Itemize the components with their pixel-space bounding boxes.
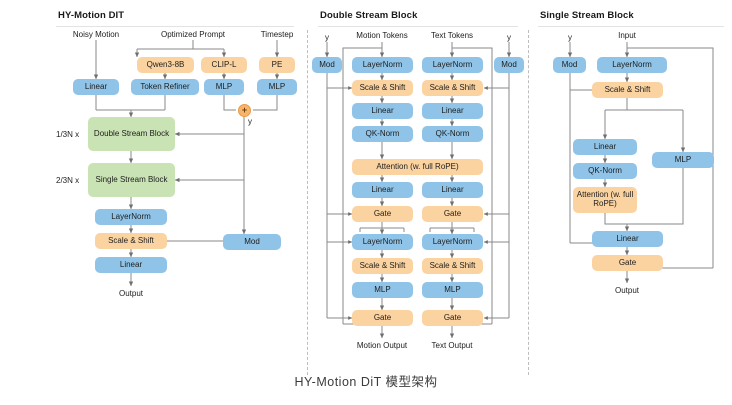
ss-linear-1[interactable]: Linear <box>573 139 637 155</box>
panel-title-middle: Double Stream Block <box>320 10 418 21</box>
ss-mod-input-label-y: y <box>568 33 572 42</box>
node-qwen3-8b[interactable]: Qwen3-8B <box>137 57 194 73</box>
node-mod-motion[interactable]: Mod <box>312 57 342 73</box>
node-double-stream-block[interactable]: Double Stream Block <box>88 117 175 151</box>
ss-mlp[interactable]: MLP <box>652 152 714 168</box>
node-scale-shift-final[interactable]: Scale & Shift <box>95 233 167 249</box>
ds-text-scale-shift-2[interactable]: Scale & Shift <box>422 258 483 274</box>
input-label-timestep: Timestep <box>260 30 294 39</box>
mod-input-label-y-text: y <box>507 33 511 42</box>
panel-title-left: HY-Motion DIT <box>58 10 125 21</box>
ds-motion-scale-shift-2[interactable]: Scale & Shift <box>352 258 413 274</box>
mod-input-label-y-motion: y <box>325 33 329 42</box>
input-label-noisy-motion: Noisy Motion <box>72 30 120 39</box>
ds-motion-gate-2[interactable]: Gate <box>352 310 413 326</box>
node-single-stream-block[interactable]: Single Stream Block <box>88 163 175 197</box>
ds-text-qk-norm[interactable]: QK-Norm <box>422 126 483 142</box>
ds-motion-linear-2[interactable]: Linear <box>352 182 413 198</box>
ss-gate[interactable]: Gate <box>592 255 663 271</box>
ds-text-linear-1[interactable]: Linear <box>422 103 483 119</box>
ss-qk-norm[interactable]: QK-Norm <box>573 163 637 179</box>
ds-motion-mlp[interactable]: MLP <box>352 282 413 298</box>
repeat-label-single: 2/3N x <box>56 176 80 185</box>
ss-layernorm[interactable]: LayerNorm <box>597 57 667 73</box>
figure-caption: HY-Motion DiT 模型架构 <box>294 375 438 389</box>
ds-output-motion: Motion Output <box>356 341 408 350</box>
ss-scale-shift[interactable]: Scale & Shift <box>592 82 663 98</box>
repeat-label-double: 1/3N x <box>56 130 80 139</box>
ss-output-label: Output <box>614 286 640 295</box>
ds-text-layernorm-1[interactable]: LayerNorm <box>422 57 483 73</box>
ss-attention[interactable]: Attention (w. full RoPE) <box>573 187 637 213</box>
node-mod-text[interactable]: Mod <box>494 57 524 73</box>
merge-output-label-y: y <box>248 117 252 126</box>
ss-input-label: Input <box>618 31 636 40</box>
ds-text-scale-shift-1[interactable]: Scale & Shift <box>422 80 483 96</box>
stream-input-text-tokens: Text Tokens <box>430 31 474 40</box>
ds-motion-qk-norm[interactable]: QK-Norm <box>352 126 413 142</box>
ds-motion-gate-1[interactable]: Gate <box>352 206 413 222</box>
ds-motion-layernorm-1[interactable]: LayerNorm <box>352 57 413 73</box>
ds-motion-layernorm-2[interactable]: LayerNorm <box>352 234 413 250</box>
input-label-optimized-prompt: Optimized Prompt <box>160 30 226 39</box>
node-mlp-timestep[interactable]: MLP <box>257 79 297 95</box>
node-linear-motion[interactable]: Linear <box>73 79 119 95</box>
node-linear-final[interactable]: Linear <box>95 257 167 273</box>
output-label-left: Output <box>118 289 144 298</box>
panel-title-right: Single Stream Block <box>540 10 634 21</box>
node-token-refiner[interactable]: Token Refiner <box>131 79 199 95</box>
title-rule-middle <box>318 26 518 27</box>
title-rule-right <box>538 26 724 27</box>
ds-text-layernorm-2[interactable]: LayerNorm <box>422 234 483 250</box>
ds-attention[interactable]: Attention (w. full RoPE) <box>352 159 483 175</box>
merge-plus-icon: + <box>238 104 251 117</box>
ds-text-linear-2[interactable]: Linear <box>422 182 483 198</box>
node-mlp-text[interactable]: MLP <box>204 79 244 95</box>
node-clip-l[interactable]: CLIP-L <box>201 57 247 73</box>
node-mod-left[interactable]: Mod <box>223 234 281 250</box>
panel-separator-2 <box>528 30 529 375</box>
title-rule-left <box>56 26 294 27</box>
ss-linear-2[interactable]: Linear <box>592 231 663 247</box>
node-layernorm-final[interactable]: LayerNorm <box>95 209 167 225</box>
node-pe[interactable]: PE <box>259 57 295 73</box>
ss-mod[interactable]: Mod <box>553 57 586 73</box>
ds-text-gate-2[interactable]: Gate <box>422 310 483 326</box>
ds-motion-linear-1[interactable]: Linear <box>352 103 413 119</box>
ds-text-mlp[interactable]: MLP <box>422 282 483 298</box>
ds-text-gate-1[interactable]: Gate <box>422 206 483 222</box>
ds-motion-scale-shift-1[interactable]: Scale & Shift <box>352 80 413 96</box>
ds-output-text: Text Output <box>431 341 473 350</box>
panel-separator-1 <box>307 30 308 375</box>
stream-input-motion-tokens: Motion Tokens <box>356 31 408 40</box>
